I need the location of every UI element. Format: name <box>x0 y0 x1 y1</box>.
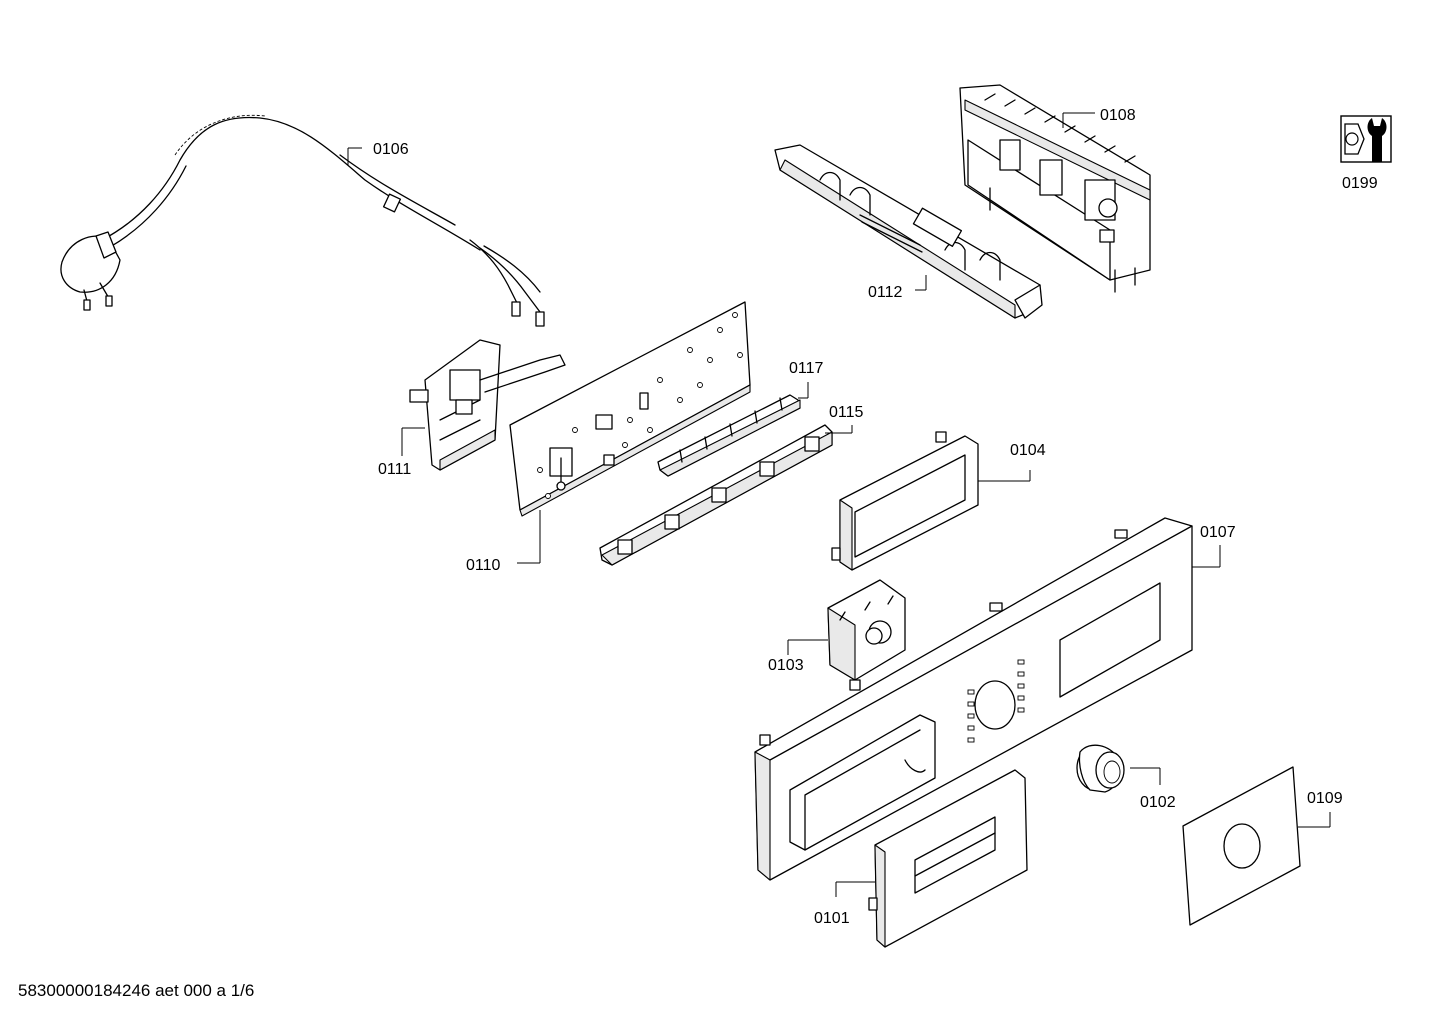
label-0112: 0112 <box>868 284 903 301</box>
label-0106: 0106 <box>373 141 409 158</box>
part-0112-module-carrier[interactable] <box>774 144 1043 319</box>
part-0104-display-window[interactable] <box>831 431 1031 571</box>
label-0117: 0117 <box>789 360 824 377</box>
part-0111-door-lock-holder[interactable] <box>401 339 566 471</box>
label-0111: 0111 <box>378 461 411 478</box>
part-0107-control-panel-fascia[interactable] <box>754 517 1221 881</box>
wrench-nut-icon <box>1340 115 1392 163</box>
part-0103-program-switch[interactable] <box>787 579 906 691</box>
label-0110: 0110 <box>466 557 501 574</box>
part-0101-detergent-drawer-handle[interactable] <box>835 769 1028 948</box>
label-0102: 0102 <box>1140 794 1176 811</box>
part-0115-button-strip[interactable] <box>599 424 853 566</box>
part-0117-light-guide[interactable] <box>657 382 809 477</box>
label-0104: 0104 <box>1010 442 1046 459</box>
label-0115: 0115 <box>829 404 864 421</box>
label-0199: 0199 <box>1342 175 1378 192</box>
part-0106-mains-cable[interactable] <box>60 114 545 327</box>
document-footer-id: 58300000184246 aet 000 a 1/6 <box>18 981 255 1000</box>
label-0101: 0101 <box>814 910 850 927</box>
part-0108-power-module[interactable] <box>959 84 1151 293</box>
label-0107: 0107 <box>1200 524 1236 541</box>
part-0109-fascia-decor-panel[interactable] <box>1182 766 1331 926</box>
label-0103: 0103 <box>768 657 804 674</box>
label-0109: 0109 <box>1307 790 1343 807</box>
label-0108: 0108 <box>1100 107 1136 124</box>
part-0110-control-board[interactable] <box>509 301 751 564</box>
part-0102-program-selector-knob[interactable] <box>1076 744 1161 793</box>
